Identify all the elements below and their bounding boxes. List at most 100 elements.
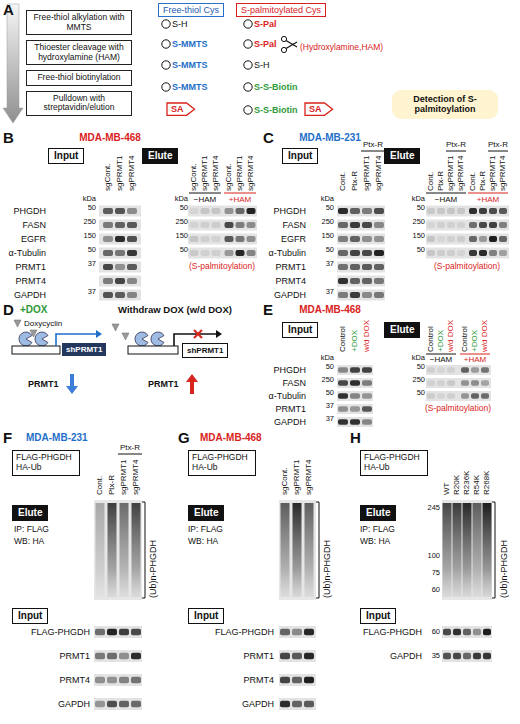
blot-band	[190, 250, 199, 256]
blot-band	[483, 629, 491, 635]
thiol-group: S-Pal	[254, 19, 277, 29]
kda-marker: 250	[412, 218, 425, 227]
blot-band	[247, 222, 256, 228]
group-bar	[224, 193, 256, 194]
blot-strip	[337, 234, 385, 245]
drug-label: Doxycyclin	[24, 319, 62, 328]
protein-name: GAPDH	[58, 699, 90, 709]
blot-band	[471, 367, 479, 372]
blot-strip	[337, 276, 385, 287]
blot-band	[469, 236, 477, 242]
blot-band	[103, 264, 113, 270]
node-text: Elute	[194, 507, 218, 519]
blot-band	[338, 406, 348, 411]
blot-band	[427, 222, 435, 228]
construct-box: FLAG-PHGDH HA-Ub	[12, 450, 80, 476]
blot-band	[437, 367, 445, 372]
kda-marker: 250	[175, 218, 188, 227]
scissors-icon	[281, 36, 297, 52]
blot-band	[127, 208, 137, 214]
blot-strip	[442, 650, 492, 662]
bracket-label: (Ub)n-PHGDH	[322, 540, 332, 598]
cell-line: MDA-MB-231	[299, 132, 361, 144]
doxycycline-symbol	[112, 324, 119, 331]
promoter-box	[12, 346, 60, 354]
blot-band	[350, 236, 360, 242]
lane-label: +DOX	[350, 330, 359, 352]
lane-label: Ptx-R	[107, 475, 116, 495]
cysteine-circle	[162, 83, 170, 91]
blot-strip	[442, 500, 492, 600]
input-tag: Input	[188, 608, 224, 624]
kda-marker: 60	[432, 628, 440, 637]
shrna-box: shPRMT1	[62, 343, 106, 356]
doxycycline-symbol	[30, 330, 37, 337]
group-bar	[189, 193, 221, 194]
smear-bracket	[492, 502, 495, 598]
blot-band	[437, 250, 445, 256]
blot-band	[103, 292, 113, 298]
protein-name: PHGDH	[273, 206, 306, 216]
treatment-label: −HAM	[430, 355, 452, 364]
group-bar	[468, 193, 508, 194]
blot-band	[489, 222, 497, 228]
blot-band	[338, 236, 348, 242]
node-text: Pulldown with streptavidin/elution	[30, 94, 128, 113]
protein-name: FLAG-PHGDH	[215, 627, 274, 637]
blot-band	[362, 208, 372, 214]
cysteine-circle	[162, 61, 170, 69]
pentagon-path	[305, 103, 333, 115]
blot-band	[437, 393, 445, 398]
blot-band	[115, 250, 125, 256]
kda-marker: 150	[175, 232, 188, 241]
ubiquitin-smear	[293, 503, 302, 597]
blot-band	[427, 236, 435, 242]
node-text: SA	[171, 104, 184, 114]
lane-label: sgCont.	[103, 163, 112, 191]
condition-label: Withdraw DOX (w/d DOX)	[118, 305, 232, 316]
bracket-label: (Ub)n-PHGDH	[148, 540, 158, 598]
kda-marker: 60	[432, 586, 440, 595]
blot-band	[362, 393, 372, 398]
blot-band	[453, 629, 461, 635]
bracket-label: (Ub)n-PHGDH	[499, 540, 509, 598]
blot-band	[461, 367, 469, 372]
blot-strip	[426, 206, 509, 217]
blot-strip	[94, 698, 142, 710]
blot-band	[489, 250, 497, 256]
kda-marker: 150	[83, 232, 96, 241]
kda-marker: 50	[326, 389, 334, 398]
group-label: Ptx-R	[363, 140, 383, 149]
input-tag: Input	[48, 148, 84, 164]
node-text: FLAG-PHGDH HA-Ub	[192, 453, 252, 473]
blot-band	[127, 264, 137, 270]
blot-strip	[279, 626, 316, 638]
lane-label: R54K	[472, 475, 481, 495]
lane-label: sgPRMT4	[131, 459, 140, 495]
blot-band	[499, 236, 507, 242]
pentagon-path	[167, 103, 195, 115]
protein-name: PRMT1	[243, 651, 274, 661]
protein-name: α-Tubulin	[9, 248, 46, 258]
blot-band	[479, 222, 487, 228]
kda-marker: 37	[326, 415, 334, 424]
lane-label: sgPRMT1	[292, 459, 301, 495]
blot-band	[447, 250, 455, 256]
blot-band	[119, 701, 129, 707]
blot-band	[103, 236, 113, 242]
blot-strip	[337, 220, 385, 231]
protein-name: PRMT1	[275, 404, 306, 414]
cell-line: MDA-MB-468	[200, 432, 262, 444]
lane-label: w/d DOX	[446, 320, 455, 352]
blot-band	[225, 236, 234, 242]
protein-name: PRMT1	[15, 262, 46, 272]
blot-band	[225, 208, 234, 214]
blot-band	[131, 701, 141, 707]
group-label: Ptx-R	[120, 443, 140, 452]
blot-band	[201, 250, 210, 256]
protein-name: GAPDH	[14, 290, 46, 300]
blot-band	[247, 250, 256, 256]
protein-name: EGFR	[21, 234, 46, 244]
blot-band	[280, 629, 290, 635]
node-text: Free-thiol biotinylation	[30, 73, 128, 83]
